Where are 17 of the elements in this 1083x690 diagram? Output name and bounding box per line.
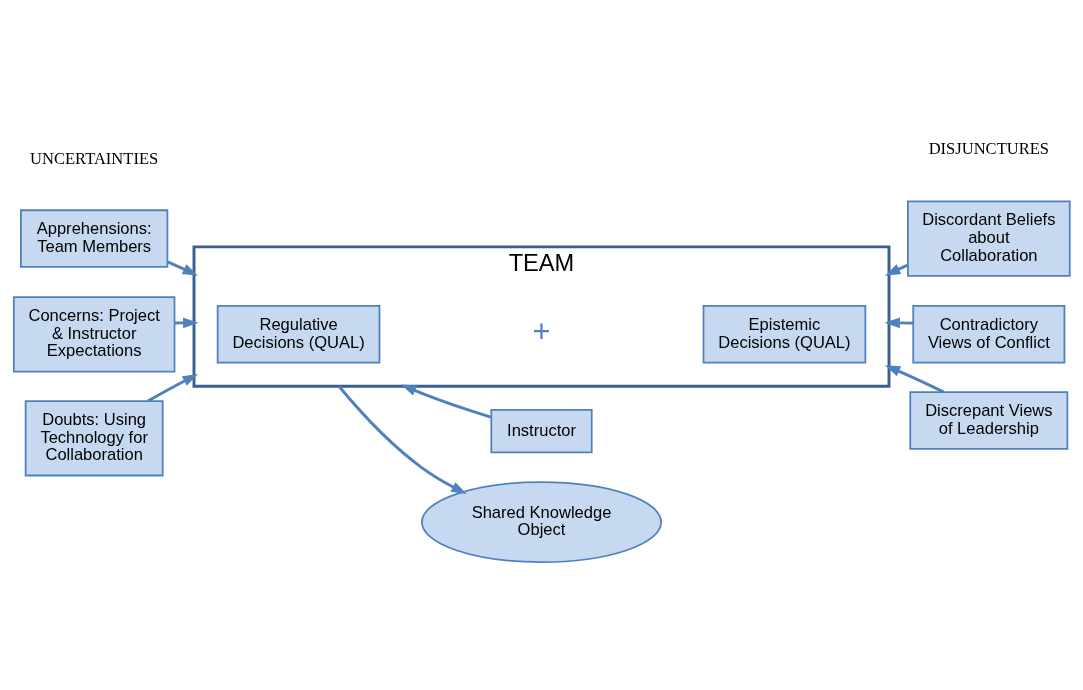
arrow [400, 384, 492, 418]
node-box: Epistemic Decisions (QUAL) [702, 304, 867, 364]
arrow [167, 259, 199, 276]
node-box: Apprehensions: Team Members [20, 208, 169, 268]
label: UNCERTAINTIES [30, 148, 159, 168]
node-box: Concerns: Project & Instructor Expectations [12, 295, 176, 372]
node-box: Doubts: Using Technology for Collaboration [24, 399, 164, 476]
node-box: Discrepant Views of Leadership [909, 390, 1069, 450]
node-box: Instructor [490, 408, 593, 453]
arrow [337, 384, 467, 494]
arrow [884, 364, 945, 393]
label: DISJUNCTURES [928, 138, 1050, 158]
node-box: Contradictory Views of Conflict [912, 304, 1066, 364]
arrow [147, 373, 198, 402]
label: + [532, 313, 551, 349]
node-box: Discordant Beliefs about Collaboration [907, 200, 1071, 277]
node-box: Regulative Decisions (QUAL) [216, 304, 381, 364]
